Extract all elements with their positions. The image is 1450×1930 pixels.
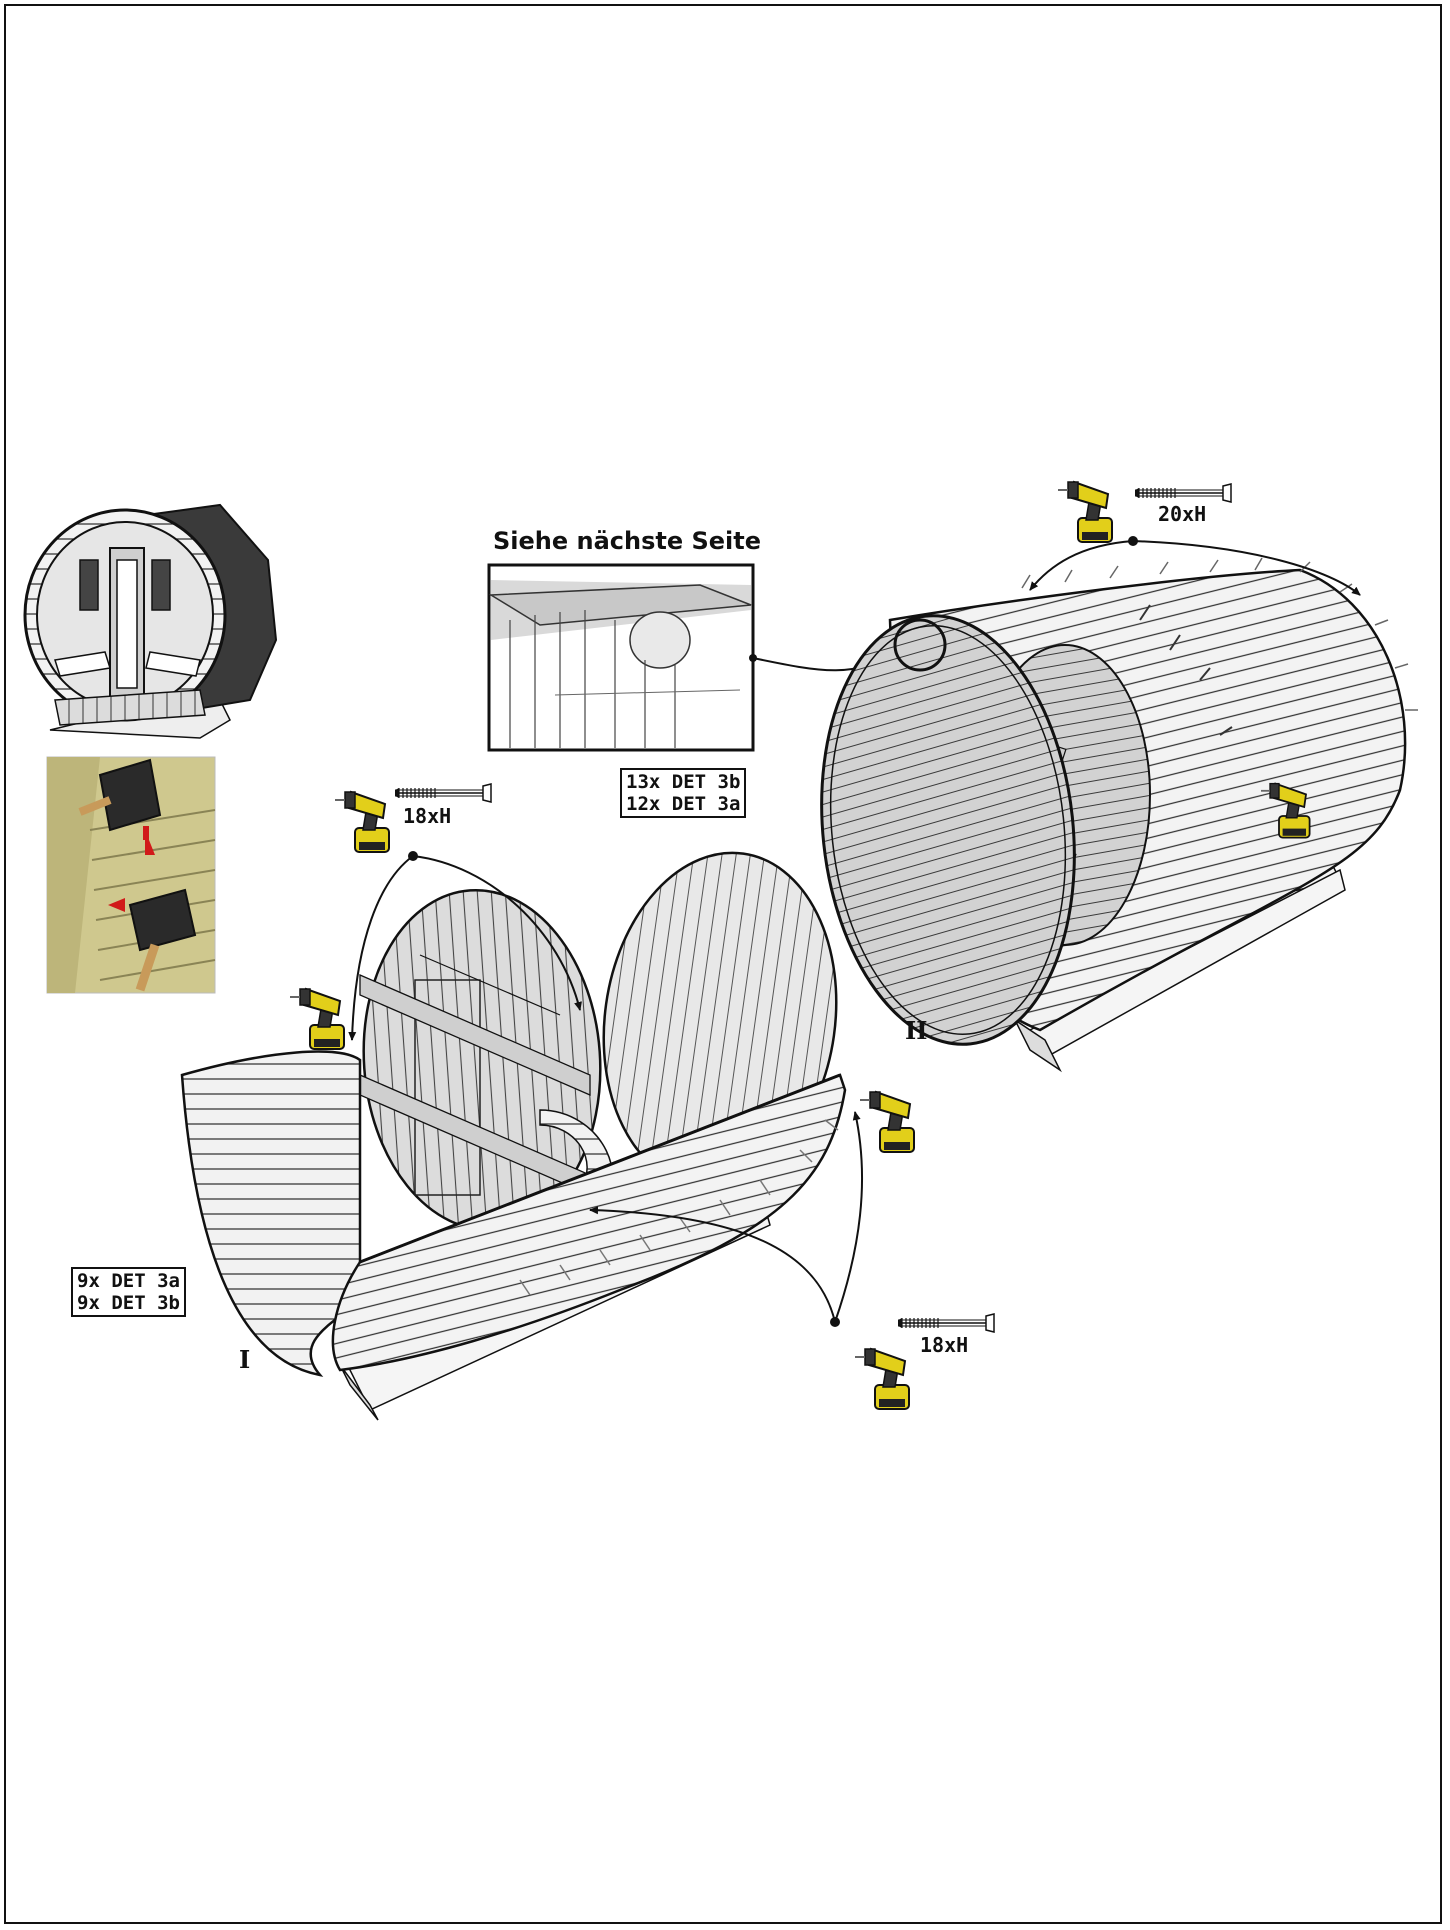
drill-icon	[854, 1348, 910, 1410]
parts-line: 13x DET 3b	[626, 771, 741, 793]
drill-icon	[1057, 481, 1113, 543]
detail-highlight-circle	[893, 618, 947, 672]
screw-icon	[897, 1313, 995, 1333]
parts-line: 9x DET 3b	[77, 1292, 180, 1314]
drill-icon	[859, 1091, 915, 1153]
page-frame	[4, 4, 1442, 1924]
stage-label-ii: II	[905, 1016, 928, 1045]
drill-icon	[334, 791, 390, 853]
parts-list-stage-ii: 13x DET 3b 12x DET 3a	[620, 768, 747, 818]
stage-ii-shell	[820, 557, 1418, 1073]
parts-list-stage-i: 9x DET 3a 9x DET 3b	[71, 1267, 186, 1317]
finished-sauna-thumbnail	[23, 503, 278, 739]
screw-count-top: 20xH	[1158, 502, 1207, 526]
parts-line: 12x DET 3a	[626, 793, 741, 815]
screw-icon	[1134, 483, 1232, 503]
stage-label-i: I	[239, 1345, 251, 1374]
screw-count-bottom: 18xH	[920, 1333, 969, 1357]
hammer-detail-thumbnail	[46, 756, 216, 994]
screw-count-left: 18xH	[403, 804, 452, 828]
stage-i-shell	[180, 851, 847, 1421]
detail-callout	[487, 563, 755, 752]
assembly-arrows	[348, 540, 1361, 1323]
drill-icon	[289, 988, 345, 1050]
parts-line: 9x DET 3a	[77, 1270, 180, 1292]
see-next-page-title: Siehe nächste Seite	[493, 527, 762, 555]
screw-icon	[394, 783, 492, 803]
